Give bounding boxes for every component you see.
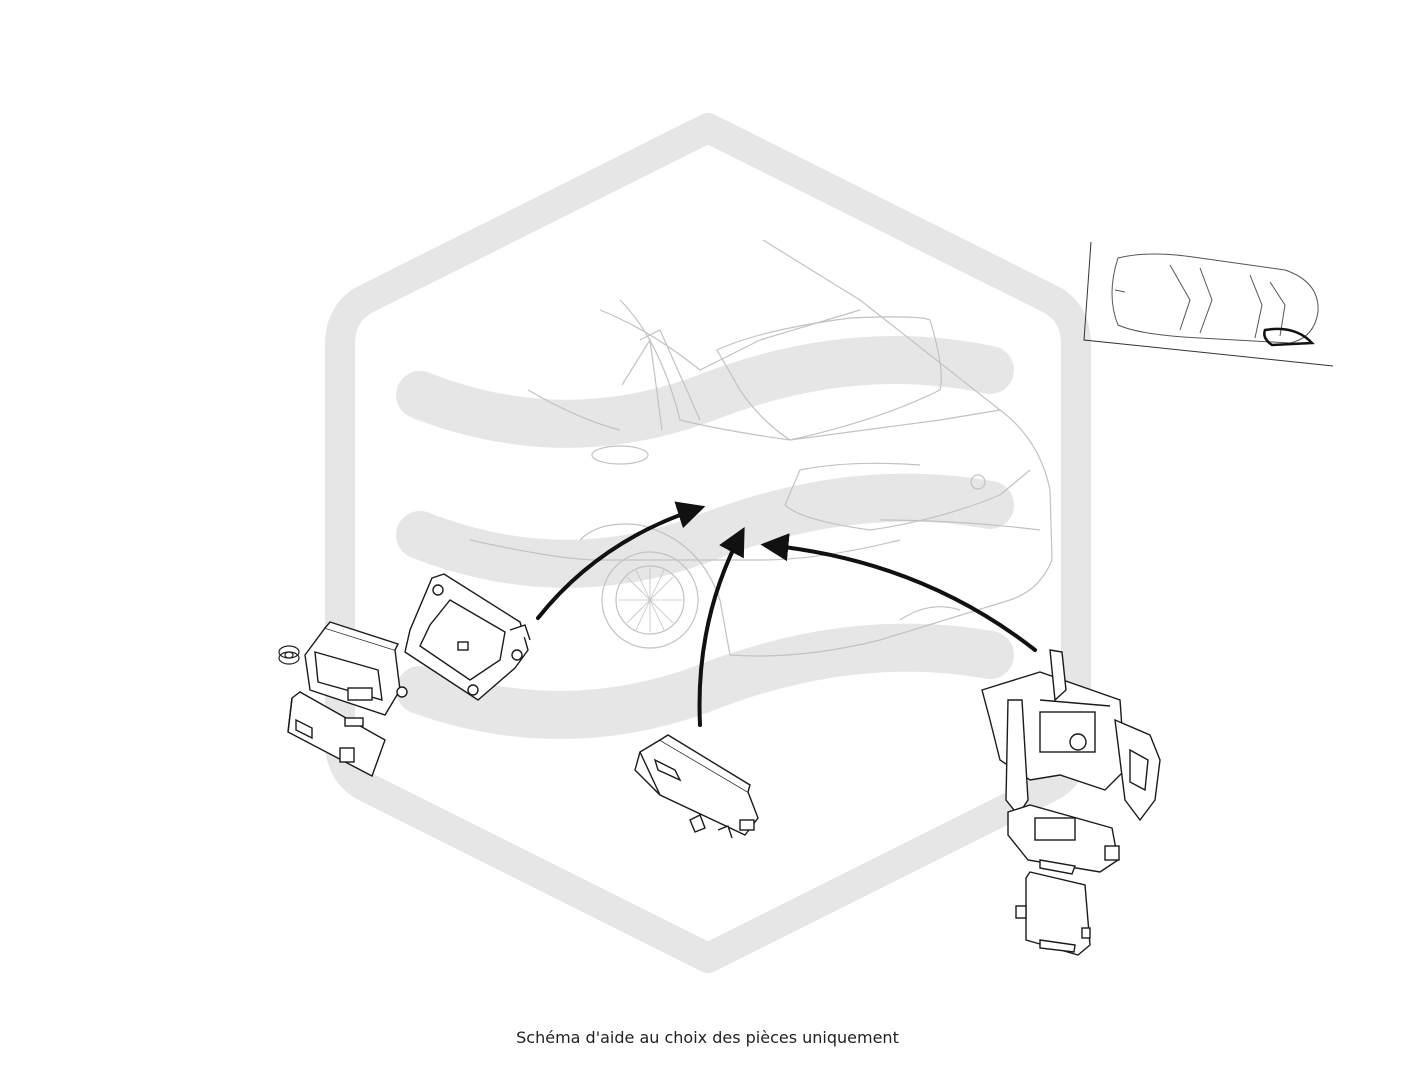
display-unit-icon[interactable] (304, 621, 408, 716)
nut-icon (278, 645, 300, 665)
ecu-icon[interactable] (634, 734, 759, 839)
ecu-icon[interactable] (1007, 804, 1120, 875)
diagram-caption: Schéma d'aide au choix des pièces unique… (516, 1028, 899, 1047)
pointer-arrows (536, 501, 1037, 727)
watermark-logo (325, 113, 1091, 973)
arrow-bracket-to-car (536, 501, 706, 620)
arrow-fusebox-to-car (760, 533, 1037, 652)
locator-inset (1083, 241, 1334, 367)
locator-highlight (1263, 327, 1315, 347)
fuse-box-icon[interactable] (981, 649, 1161, 822)
bracket-icon[interactable] (404, 573, 531, 701)
car-outline (469, 239, 1053, 657)
arrow-module-to-car (697, 527, 745, 727)
ecu-icon[interactable] (287, 691, 386, 777)
ecu-icon[interactable] (1015, 871, 1091, 956)
car-top-view-icon (1111, 253, 1319, 344)
